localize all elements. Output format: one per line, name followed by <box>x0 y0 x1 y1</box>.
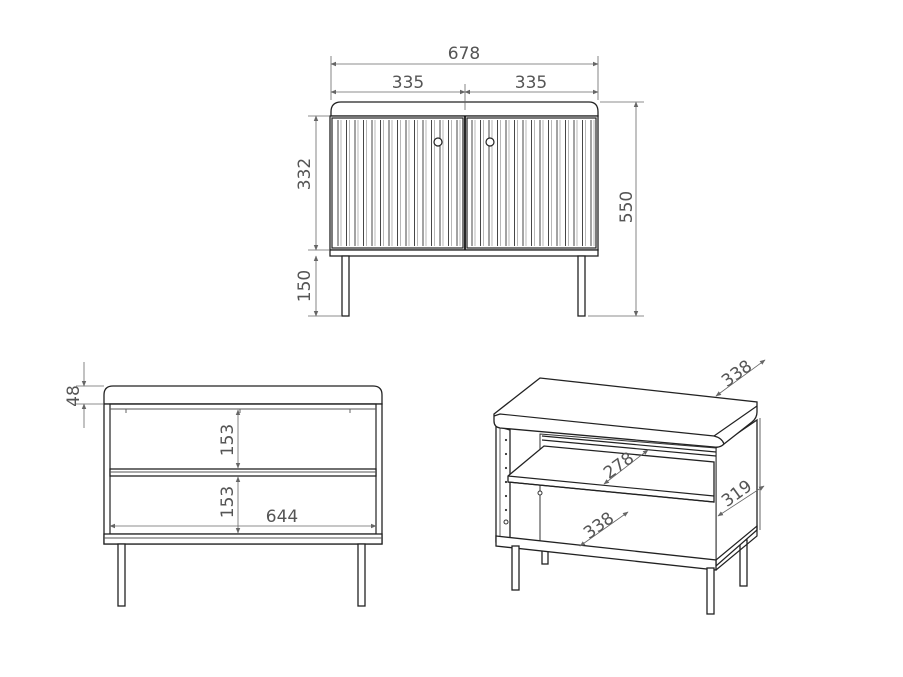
front-cabinet-body <box>329 115 599 251</box>
back-middle-shelf <box>109 468 377 477</box>
dim-door-width-right: 335 <box>515 73 547 93</box>
dim-leg-height: 150 <box>295 270 315 302</box>
front-base-plank <box>329 249 599 257</box>
front-door-left <box>331 117 464 249</box>
dim-inner-width: 644 <box>266 507 298 527</box>
front-door-right <box>466 117 597 249</box>
front-leg-right <box>577 255 586 317</box>
dim-top-thickness: 48 <box>64 385 84 407</box>
iso-view: 338 278 338 319 <box>493 356 766 615</box>
iso-leg-front-left <box>511 545 520 591</box>
back-view: 48 153 153 644 <box>64 362 383 607</box>
front-view: 678 335 335 332 150 550 <box>295 44 644 317</box>
dim-total-height: 550 <box>617 191 637 223</box>
back-leg-right <box>357 543 366 607</box>
dim-door-width-left: 335 <box>392 73 424 93</box>
dim-door-height: 332 <box>295 158 315 190</box>
iso-top-cushion <box>493 377 758 448</box>
front-slats-left <box>337 120 461 246</box>
back-leg-left <box>117 543 126 607</box>
front-leg-left <box>341 255 350 317</box>
front-top-cushion <box>330 101 599 117</box>
dim-lower-gap: 153 <box>218 486 238 518</box>
back-top-cushion <box>103 385 383 405</box>
dim-total-width: 678 <box>448 44 480 64</box>
iso-leg-front-right <box>706 567 715 615</box>
dim-upper-gap: 153 <box>218 424 238 456</box>
back-bottom-plank <box>103 533 383 545</box>
dim-depth-top: 338 <box>718 356 756 391</box>
front-knob-right <box>485 137 495 147</box>
front-knob-left <box>433 137 443 147</box>
iso-left-side-panel <box>495 425 511 547</box>
